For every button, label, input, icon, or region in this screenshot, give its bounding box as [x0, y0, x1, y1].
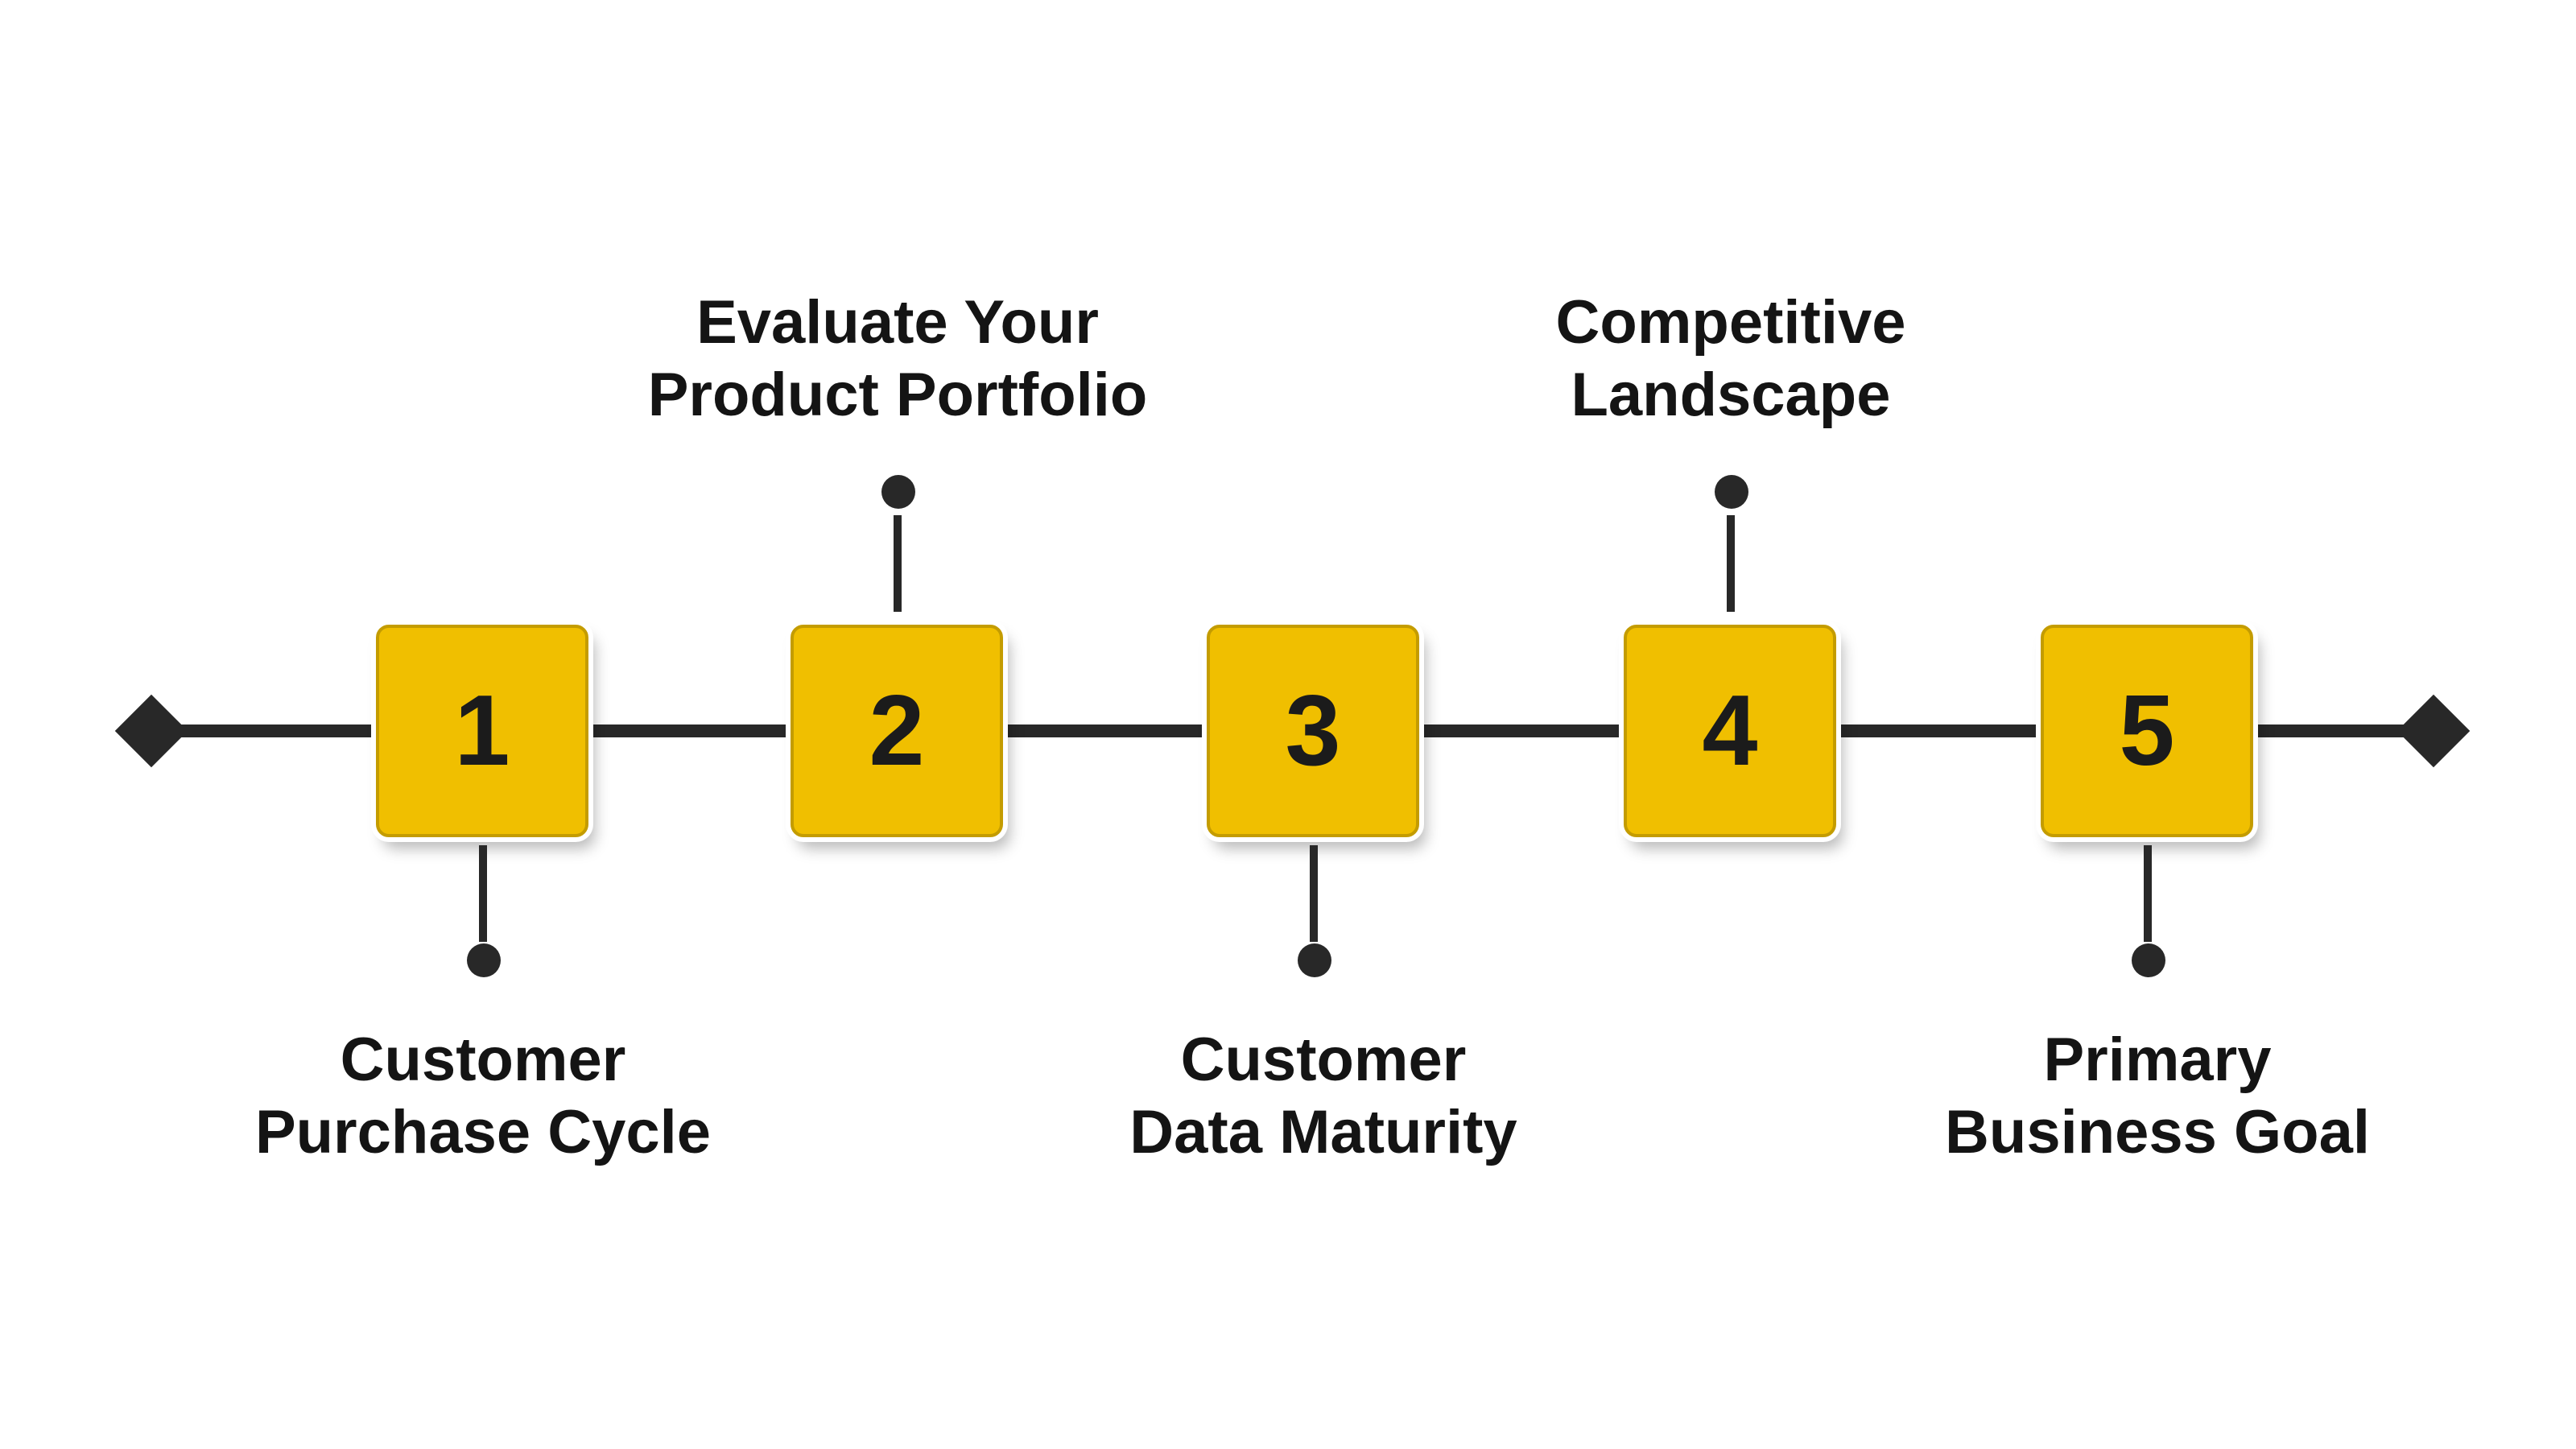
- step-1-number: 1: [454, 675, 510, 786]
- step-5-connector: [2144, 845, 2152, 942]
- step-2-dot-icon: [881, 475, 915, 509]
- step-3-connector: [1310, 845, 1318, 942]
- step-3-box: 3: [1207, 625, 1419, 837]
- step-1-label: Customer Purchase Cycle: [177, 1024, 789, 1169]
- step-2-box: 2: [791, 625, 1003, 837]
- step-1-label-line2: Purchase Cycle: [254, 1098, 712, 1166]
- step-4-label-line2: Landscape: [1571, 361, 1891, 429]
- step-1-box: 1: [376, 625, 588, 837]
- step-3-label-line2: Data Maturity: [1129, 1098, 1517, 1166]
- step-1-label-line1: Customer: [340, 1026, 626, 1094]
- step-2-number: 2: [869, 675, 925, 786]
- step-4-box: 4: [1624, 625, 1836, 837]
- step-2-label-line2: Product Portfolio: [647, 361, 1148, 429]
- step-5-number: 5: [2119, 675, 2175, 786]
- step-5-label-line1: Primary: [2043, 1026, 2272, 1094]
- step-3-label-line1: Customer: [1180, 1026, 1467, 1094]
- step-5-dot-icon: [2132, 943, 2165, 977]
- step-5-label-line2: Business Goal: [1945, 1098, 2370, 1166]
- step-5-box: 5: [2041, 625, 2253, 837]
- step-4-number: 4: [1702, 675, 1758, 786]
- step-5-label: Primary Business Goal: [1852, 1024, 2463, 1169]
- right-diamond-icon: [2396, 694, 2471, 768]
- step-4-connector: [1727, 515, 1735, 612]
- step-1-dot-icon: [467, 943, 501, 977]
- step-1-connector: [479, 845, 487, 942]
- step-4-label-line1: Competitive: [1555, 288, 1906, 357]
- step-4-label: Competitive Landscape: [1425, 287, 2037, 431]
- left-diamond-icon: [114, 694, 188, 768]
- step-2-label-line1: Evaluate Your: [696, 288, 1099, 357]
- step-3-number: 3: [1285, 675, 1341, 786]
- step-3-label: Customer Data Maturity: [1018, 1024, 1629, 1169]
- step-3-dot-icon: [1298, 943, 1331, 977]
- step-2-connector: [894, 515, 902, 612]
- step-2-label: Evaluate Your Product Portfolio: [592, 287, 1203, 431]
- step-4-dot-icon: [1715, 475, 1748, 509]
